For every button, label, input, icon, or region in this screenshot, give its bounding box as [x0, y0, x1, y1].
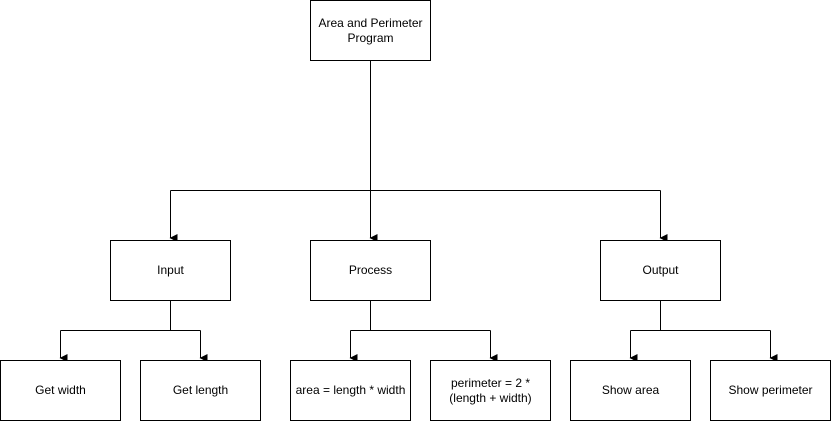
node-get-width: Get width [0, 360, 121, 421]
node-output: Output [600, 240, 721, 301]
node-show-perimeter: Show perimeter [710, 360, 831, 421]
node-process: Process [310, 240, 431, 301]
node-input: Input [110, 240, 231, 301]
node-perimeter-formula: perimeter = 2 * (length + width) [430, 360, 551, 421]
node-area-formula: area = length * width [290, 360, 411, 421]
node-show-area: Show area [570, 360, 691, 421]
node-root-program: Area and Perimeter Program [310, 0, 431, 61]
node-get-length: Get length [140, 360, 261, 421]
